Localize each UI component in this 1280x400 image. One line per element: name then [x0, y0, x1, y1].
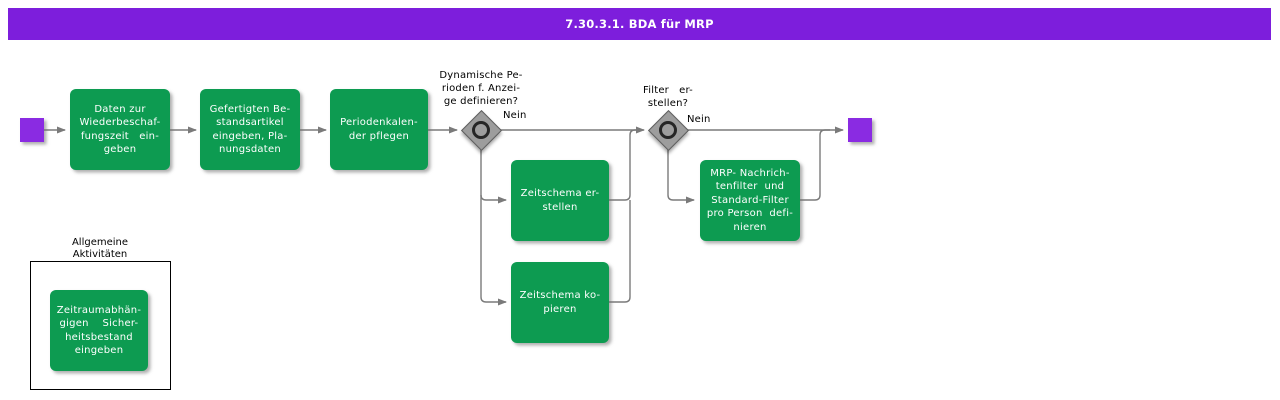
- activity-mrp-nachrichtenfilter[interactable]: MRP- Nachrich- tenfilter und Standard-Fi…: [700, 160, 800, 241]
- gateway-dynamische-perioden[interactable]: [460, 109, 503, 152]
- branch-label-nein-2: Nein: [687, 114, 711, 125]
- gateway-question-dynamische-perioden: Dynamische Pe- rioden f. Anzei- ge defin…: [439, 70, 523, 107]
- activity-gefertigte-bestandsartikel[interactable]: Gefertigten Be- standsartikel eingeben, …: [200, 89, 300, 170]
- activity-zeitraumabhaengiger-sicherheitsbestand[interactable]: Zeitraumabhän- gigen Sicher- heitsbestan…: [50, 290, 148, 371]
- group-label-allgemeine-aktivitaeten: Allgemeine Aktivitäten: [71, 237, 129, 260]
- activity-zeitschema-erstellen[interactable]: Zeitschema er- stellen: [511, 160, 609, 241]
- page-title: 7.30.3.1. BDA für MRP: [565, 17, 714, 31]
- start-event-node[interactable]: [20, 118, 44, 142]
- end-event-node[interactable]: [848, 118, 872, 142]
- activity-daten-wiederbeschaffungszeit[interactable]: Daten zur Wiederbeschaf- fungszeit ein- …: [70, 89, 170, 170]
- gateway-filter-erstellen[interactable]: [647, 109, 690, 152]
- diagram-title-bar: 7.30.3.1. BDA für MRP: [8, 8, 1271, 40]
- activity-zeitschema-kopieren[interactable]: Zeitschema ko- pieren: [511, 262, 609, 343]
- activity-periodenkalender-pflegen[interactable]: Periodenkalen- der pflegen: [330, 89, 428, 170]
- gateway-circle-icon: [472, 121, 490, 139]
- gateway-question-filter-erstellen: Filter er- stellen?: [643, 85, 693, 109]
- branch-label-nein-1: Nein: [503, 110, 527, 121]
- gateway-circle-icon: [659, 121, 677, 139]
